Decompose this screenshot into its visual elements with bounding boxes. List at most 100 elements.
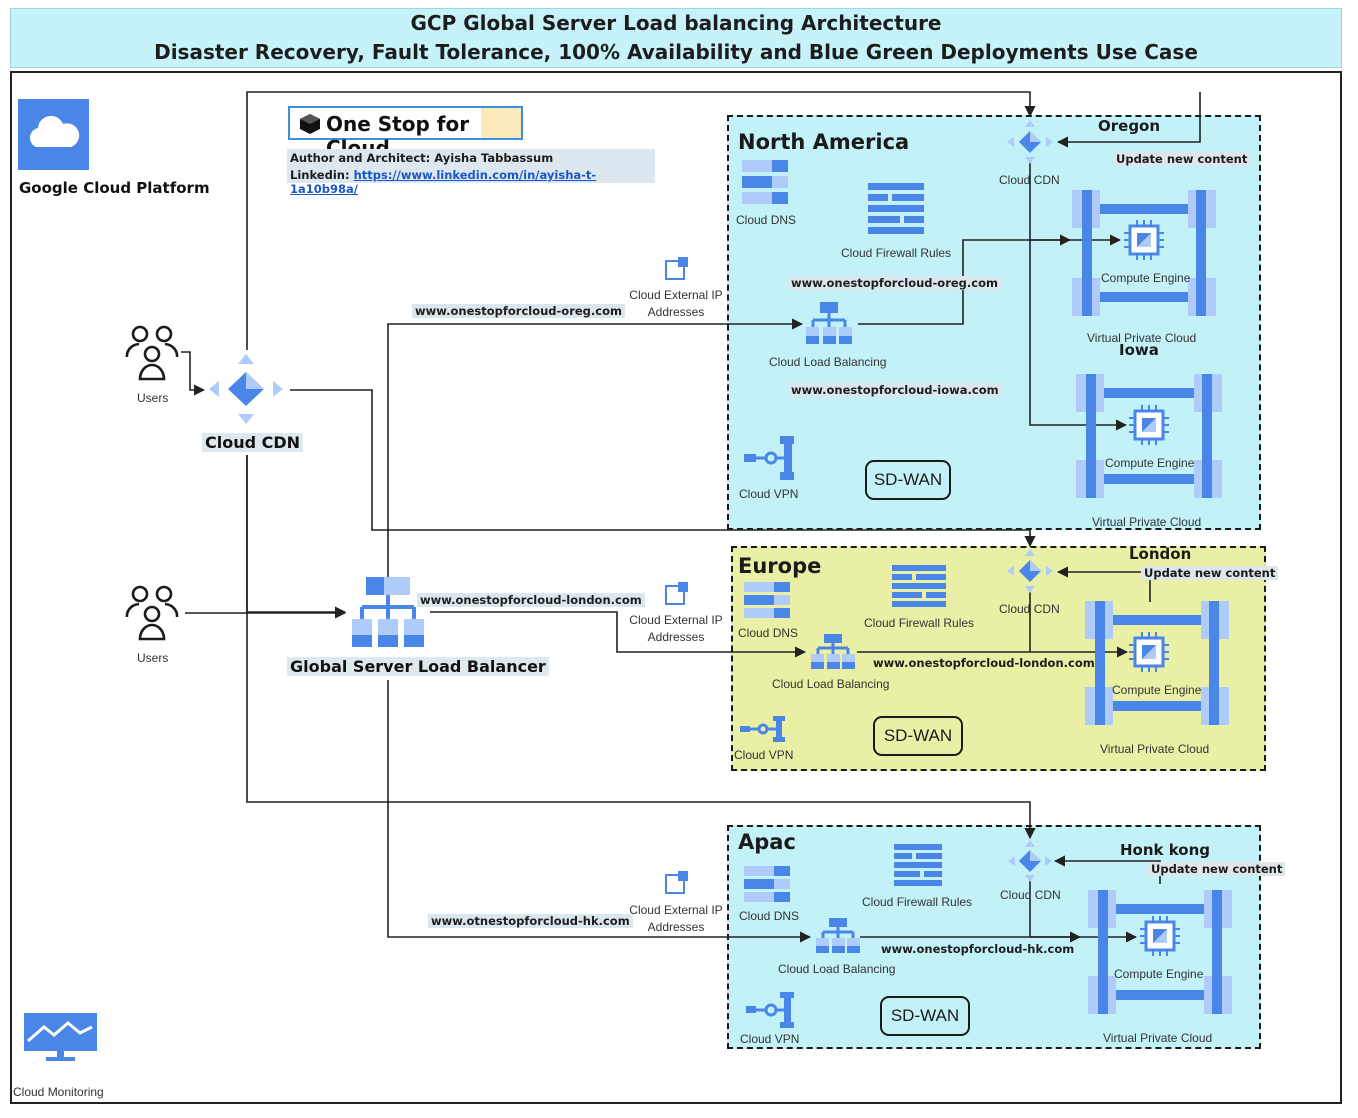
brand-logo: One Stop for Cloud — [288, 106, 523, 160]
region-title-ap: Apac — [738, 830, 796, 854]
update-label-london: Update new content — [1141, 566, 1279, 580]
sdwan-eu: SD-WAN — [873, 716, 963, 756]
cdn-label-ap: Cloud CDN — [1000, 888, 1061, 902]
firewall-label-na: Cloud Firewall Rules — [841, 246, 952, 260]
site-hong-kong: Honk kong — [1120, 841, 1211, 859]
hk-update-connector — [1053, 855, 1161, 884]
vpn-icon — [746, 992, 794, 1028]
author-info: Author and Architect: Ayisha Tabbassum L… — [287, 149, 655, 196]
gslb-to-na-lb-connector — [387, 318, 804, 580]
cloud-dns-icon — [744, 582, 790, 618]
external-ip-icon — [665, 871, 688, 894]
ext-ip-label-eu: Cloud External IP Addresses — [629, 613, 723, 644]
linkedin-link[interactable]: https://www.linkedin.com/in/ayisha-t-1a1… — [290, 168, 597, 196]
diagram-frame — [10, 71, 1342, 1104]
cloud-cdn-icon — [1007, 120, 1053, 164]
firewall-icon — [894, 844, 942, 886]
load-balancer-icon — [811, 634, 855, 669]
linkedin-label: Linkedin: — [290, 168, 350, 182]
firewall-icon — [892, 565, 946, 607]
load-balancer-icon — [816, 918, 860, 953]
region-title-na: North America — [738, 130, 910, 154]
compute-engine-icon — [1140, 916, 1180, 956]
london-update-connector — [1056, 566, 1151, 602]
cloud-cdn-icon — [209, 354, 283, 424]
site-london: London — [1129, 545, 1192, 563]
users-icon — [125, 325, 179, 381]
global-cdn-label: Cloud CDN — [202, 433, 304, 452]
vpc-label-london: Virtual Private Cloud — [1100, 742, 1210, 756]
vpc-icon — [1076, 374, 1222, 498]
ext-ip-label-na: Cloud External IP Addresses — [629, 288, 723, 319]
diagram-title: GCP Global Server Load balancing Archite… — [10, 8, 1342, 68]
dns-label-ap: Cloud DNS — [739, 909, 800, 923]
firewall-label-eu: Cloud Firewall Rules — [864, 616, 975, 630]
lb-label-na: Cloud Load Balancing — [769, 355, 887, 369]
cloud-monitoring-icon — [24, 1013, 97, 1061]
update-label-oregon: Update new content — [1113, 152, 1251, 166]
update-label-hk: Update new content — [1148, 862, 1286, 876]
compute-label-iowa: Compute Engine — [1105, 456, 1195, 470]
users-label-top: Users — [137, 391, 169, 405]
dns-label-eu: Cloud DNS — [738, 626, 799, 640]
cdn-to-gslb-connector — [246, 455, 347, 618]
site-oregon: Oregon — [1098, 117, 1161, 135]
vpc-label-iowa: Virtual Private Cloud — [1092, 515, 1202, 529]
cloud-cdn-icon — [1008, 840, 1052, 882]
gslb-label: Global Server Load Balancer — [287, 657, 549, 676]
vpn-label-eu: Cloud VPN — [734, 748, 794, 762]
region-title-eu: Europe — [738, 554, 822, 578]
url-iowa-na: www.onestopforcloud-iowa.com — [788, 383, 1002, 397]
lb-label-ap: Cloud Load Balancing — [778, 962, 896, 976]
vpc-icon — [1088, 890, 1232, 1014]
cloud-dns-icon — [742, 160, 788, 204]
url-oregon-na: www.onestopforcloud-oreg.com — [788, 276, 1001, 290]
vpn-icon — [740, 716, 785, 742]
users-to-cdn-connector — [181, 351, 206, 396]
compute-engine-icon — [1129, 405, 1169, 445]
sdwan-na: SD-WAN — [865, 460, 951, 500]
cdn-to-na-cdn-connector — [246, 91, 1036, 350]
dns-label-na: Cloud DNS — [736, 213, 797, 227]
vpc-label-hk: Virtual Private Cloud — [1103, 1031, 1213, 1045]
lb-label-eu: Cloud Load Balancing — [772, 677, 890, 691]
external-ip-icon — [665, 582, 688, 605]
monitoring-label: Cloud Monitoring — [13, 1085, 104, 1099]
vpn-label-ap: Cloud VPN — [740, 1032, 800, 1046]
cloud-dns-icon — [744, 866, 790, 902]
title-line-1: GCP Global Server Load balancing Archite… — [410, 11, 942, 35]
gslb-to-ap-lb-connector — [387, 680, 812, 943]
firewall-label-ap: Cloud Firewall Rules — [862, 895, 973, 909]
title-line-2: Disaster Recovery, Fault Tolerance, 100%… — [154, 40, 1198, 64]
brand-accent — [481, 108, 521, 138]
url-london-global: www.onestopforcloud-london.com — [417, 593, 645, 607]
cube-icon — [300, 114, 320, 134]
gslb-to-eu-lb-connector — [430, 611, 807, 658]
oregon-update-connector — [1056, 92, 1201, 148]
load-balancer-icon — [352, 577, 424, 647]
cdn-to-apac-cdn-connector — [246, 455, 1036, 840]
cloud-cdn-icon — [1007, 549, 1053, 593]
cdn-label-eu: Cloud CDN — [999, 602, 1060, 616]
external-ip-icon — [665, 257, 688, 280]
region-north-america — [727, 115, 1261, 530]
vpc-icon — [1085, 601, 1229, 725]
url-hk-global: www.otnestopforcloud-hk.com — [428, 914, 633, 928]
platform-label: Google Cloud Platform — [19, 179, 210, 197]
url-hk-ap: www.onestopforcloud-hk.com — [881, 942, 1075, 956]
compute-label-london: Compute Engine — [1112, 683, 1202, 697]
url-oregon-global: www.onestopforcloud-oreg.com — [412, 304, 625, 318]
sdwan-ap: SD-WAN — [880, 996, 970, 1036]
vpn-label-na: Cloud VPN — [739, 487, 799, 501]
author-text: Author and Architect: Ayisha Tabbassum — [290, 151, 554, 165]
firewall-icon — [868, 183, 924, 234]
vpc-label-oregon: Virtual Private Cloud — [1087, 331, 1197, 345]
linkedin-line: Linkedin: https://www.linkedin.com/in/ay… — [290, 168, 655, 196]
cdn-to-eu-cdn-connector — [290, 389, 1036, 548]
ext-ip-label-ap: Cloud External IP Addresses — [629, 903, 723, 934]
site-iowa: Iowa — [1119, 341, 1159, 359]
compute-engine-icon — [1124, 220, 1164, 260]
compute-label-oregon: Compute Engine — [1101, 271, 1191, 285]
compute-engine-icon — [1129, 632, 1169, 672]
